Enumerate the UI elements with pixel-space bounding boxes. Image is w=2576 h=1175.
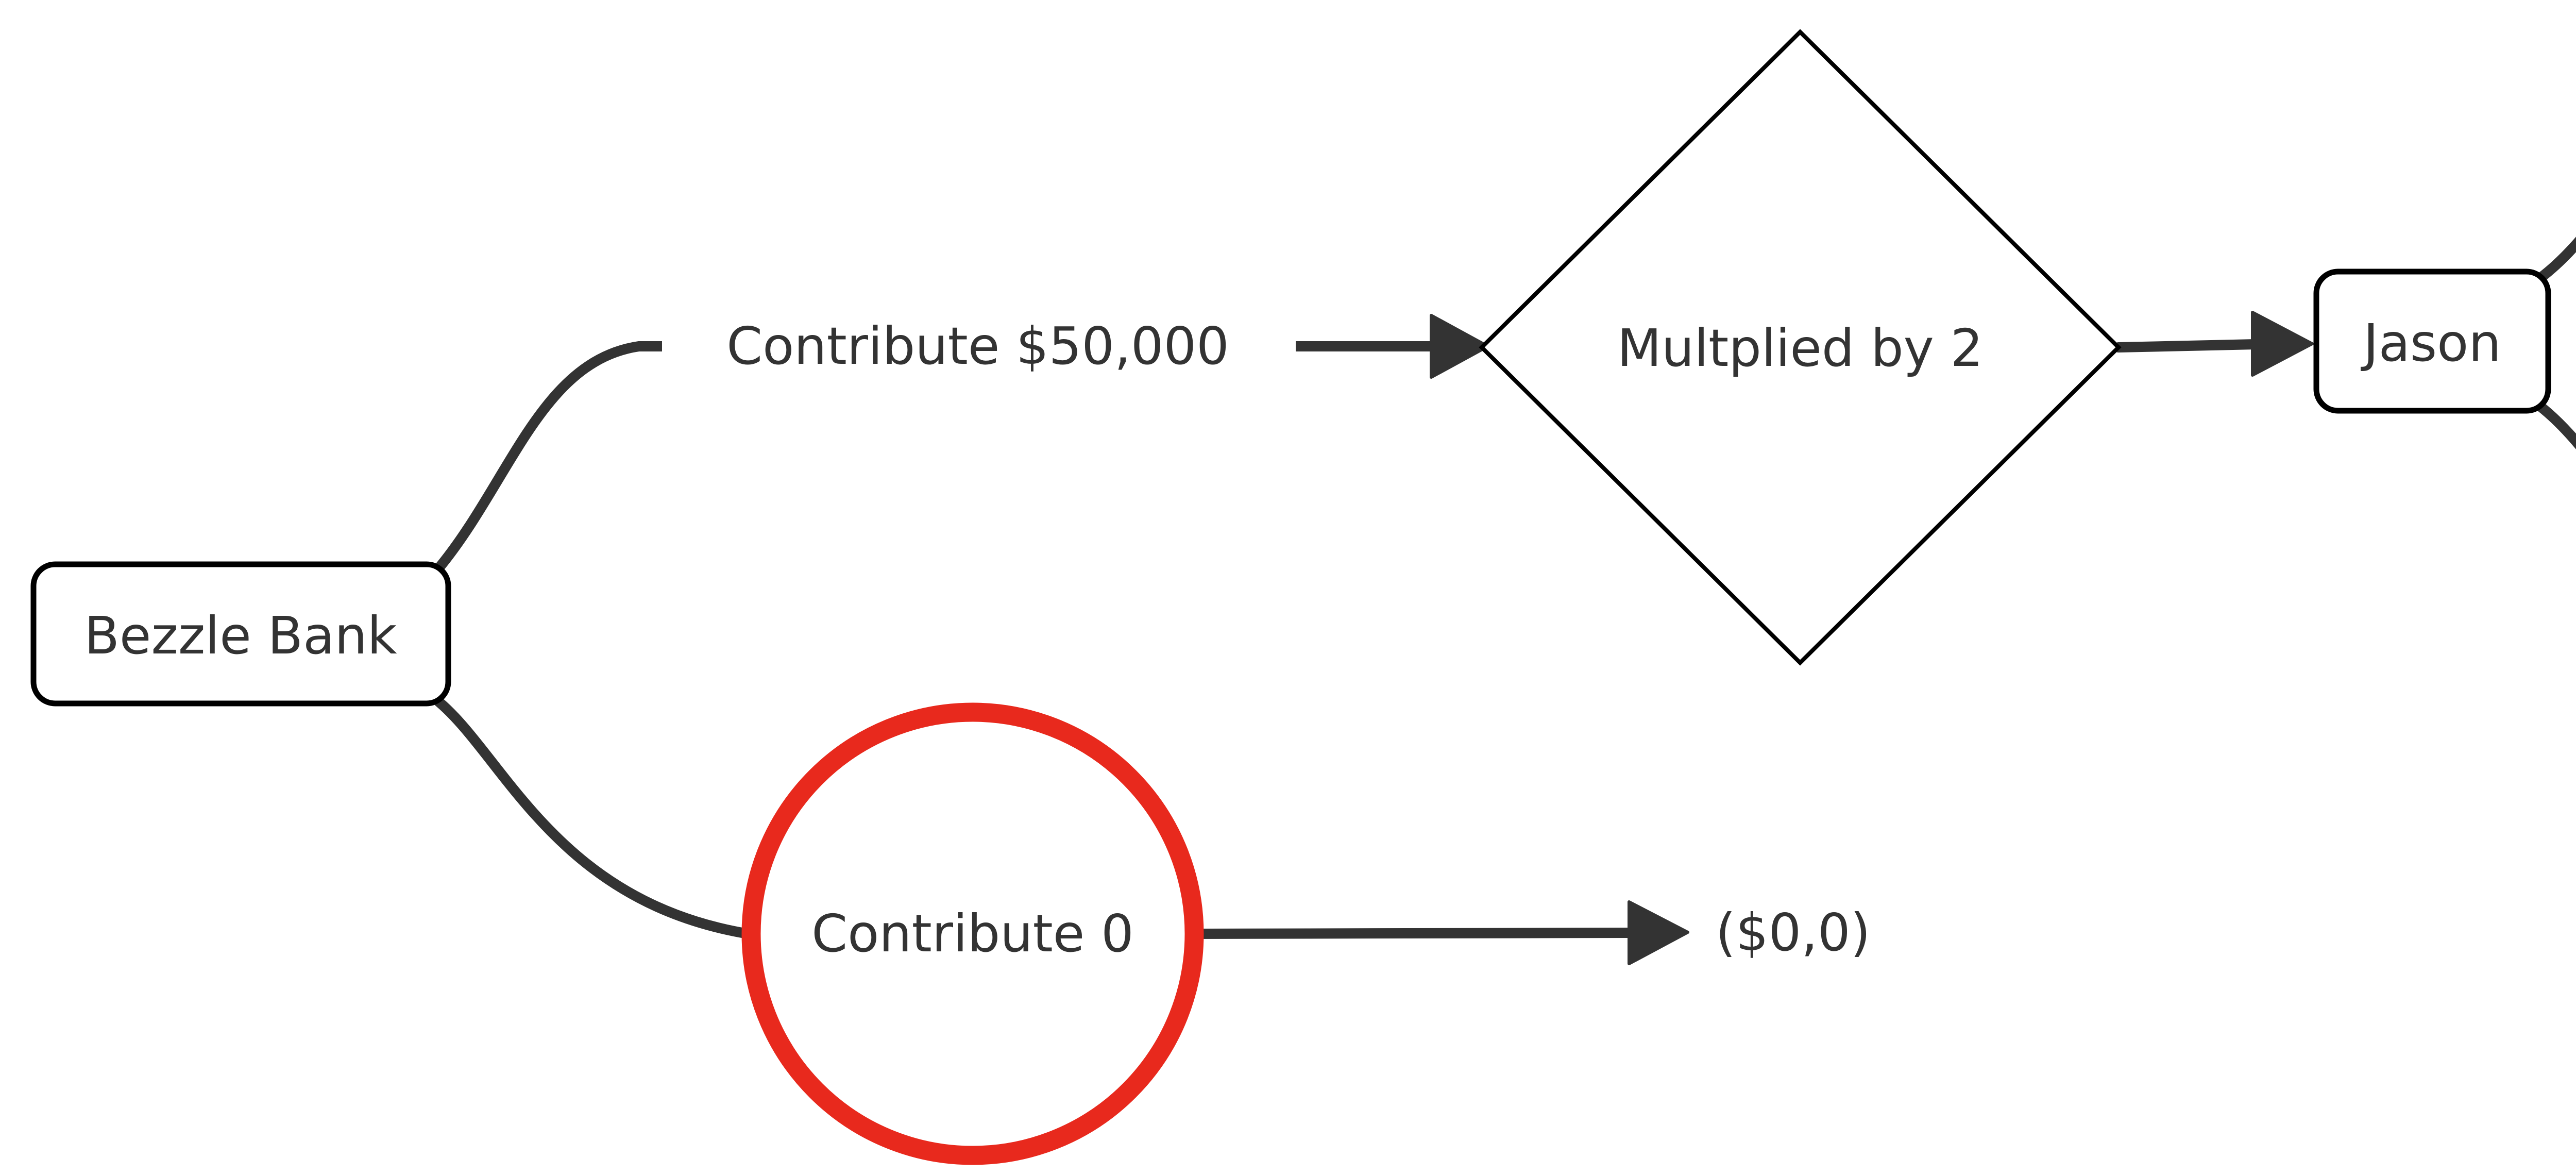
edge-bezzle-to-multiplier [434,341,1440,573]
node-jason [2313,268,2551,414]
payoff-contribute-0: ($0,0) [1716,902,1871,963]
highlight-circle-contribute-0 [741,702,1204,1165]
node-multiplied-by-2 [1479,29,2122,666]
label-bg-contribute-50k [662,286,1296,405]
edge-contribute-0-to-payoff-zero [1189,928,1637,939]
edge-bezzle-to-contribute-0 [434,697,753,939]
arrowhead-into-jason [2251,311,2314,377]
arrowhead-into-payoff-zero [1628,900,1689,965]
edge-multiplier-to-jason [2113,339,2261,352]
arrowhead-into-multiplier [1430,314,1489,379]
edge-jason-to-proposal-b [2535,401,2576,449]
edge-label-contribute-50k: Contribute $50,000 [726,316,1229,376]
node-jason-label: Jason [2360,313,2501,373]
node-contribute-0-label: Contribute 0 [811,903,1134,964]
node-bezzle-bank [30,561,451,707]
node-multiplied-by-2-label: Multplied by 2 [1617,318,1984,378]
node-bezzle-bank-label: Bezzle Bank [84,606,397,666]
edge-jason-to-payoff-a [2535,237,2576,283]
